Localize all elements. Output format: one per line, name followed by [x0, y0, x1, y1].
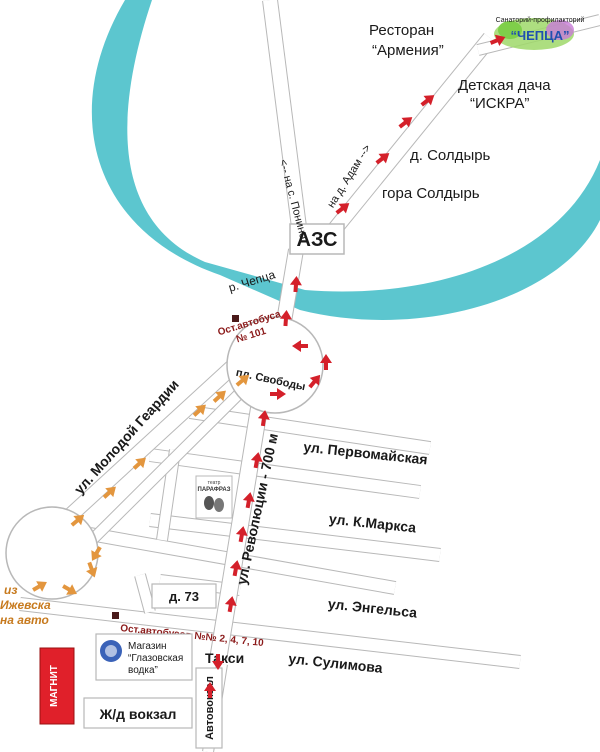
- direction-arrow-icon: [224, 596, 237, 613]
- avtovokzal-label: Автовокзал: [204, 676, 216, 740]
- from-izhevsk-line2: Ижевска: [0, 598, 51, 612]
- road-adam: [323, 32, 497, 241]
- d73-label: д. 73: [169, 589, 199, 604]
- direction-arrow-icon: [289, 276, 302, 293]
- direction-arrow-icon: [212, 390, 226, 403]
- shop-line2: “Глазовская: [128, 653, 183, 664]
- soldyr-village-label: д. Солдырь: [410, 147, 491, 164]
- street-pervomayskaya: [188, 405, 432, 455]
- direction-arrow-icon: [250, 452, 263, 469]
- direction-arrow-icon: [102, 486, 116, 499]
- theatre-masks-icon: [204, 496, 224, 512]
- direction-arrow-icon: [420, 95, 435, 107]
- direction-arrow-icon: [70, 514, 85, 527]
- zhd-label: Ж/д вокзал: [99, 706, 177, 722]
- direction-arrow-icon: [320, 354, 332, 370]
- street-k-marksa: [149, 513, 441, 562]
- restaurant-line1: Ресторан: [369, 22, 434, 39]
- road-ponino: [262, 0, 308, 237]
- shop-line1: Магазин: [128, 641, 167, 652]
- square-svobody: [226, 316, 324, 414]
- direction-arrow-icon: [292, 340, 308, 352]
- direction-arrow-icon: [489, 34, 506, 46]
- restaurant-line2: “Армения”: [372, 42, 444, 59]
- street-sulimova: [19, 597, 521, 669]
- magnit-text: МАГНИТ: [49, 665, 60, 707]
- soldyr-mountain-label: гора Солдырь: [382, 185, 480, 202]
- route-arrows: [32, 34, 506, 698]
- shop-globe-icon: [100, 640, 122, 662]
- taxi-label: Такси: [205, 650, 244, 666]
- sanatorium-big-text: “ЧЕПЦА”: [510, 28, 569, 43]
- sanatorium-logo: Санаторий-профилакторий “ЧЕПЦА”: [494, 16, 584, 50]
- direction-arrow-icon: [335, 203, 350, 215]
- k-marksa-label: ул. К.Маркса: [328, 511, 417, 536]
- direction-arrow-icon: [212, 654, 224, 670]
- direction-arrow-icon: [62, 584, 77, 595]
- direction-arrow-icon: [308, 374, 321, 389]
- from-izhevsk-line1: из: [4, 583, 17, 597]
- direction-arrow-icon: [279, 310, 292, 327]
- direction-arrow-icon: [375, 153, 390, 165]
- direction-arrow-icon: [235, 526, 248, 543]
- shop-box: Магазин “Глазовская водка”: [95, 633, 193, 681]
- dacha-line1: Детская дача: [458, 77, 551, 94]
- roads: [5, 0, 600, 752]
- azs-label: АЗС: [297, 229, 338, 251]
- direction-arrow-icon: [398, 117, 413, 129]
- azs-box: АЗС: [289, 223, 345, 255]
- direction-arrow-icon: [235, 374, 250, 387]
- street-molodoy-gvardii: [54, 352, 248, 531]
- engelsa-label: ул. Энгельса: [327, 595, 418, 620]
- direction-arrow-icon: [32, 581, 47, 592]
- sanatorium-small-text: Санаторий-профилакторий: [496, 16, 585, 24]
- direction-arrow-icon: [86, 561, 98, 578]
- dacha-line2: “ИСКРА”: [470, 95, 529, 112]
- magnit-logo: МАГНИТ: [39, 647, 75, 725]
- direction-arrow-icon: [242, 492, 255, 509]
- theatre-line1: театр: [208, 480, 221, 486]
- direction-arrow-icon: [204, 682, 216, 698]
- street-molodoy-gvardii-2: [87, 370, 263, 545]
- sulimova-label: ул. Сулимова: [288, 650, 384, 676]
- street-side-2: [134, 573, 156, 614]
- bus-stops-icon: [112, 612, 119, 619]
- theatre-line2: ПАРАФРАЗ: [198, 487, 231, 493]
- street-pervomayskaya-2: [149, 448, 421, 499]
- shop-line3: водка”: [128, 665, 158, 676]
- bus-stop-101-icon: [232, 315, 239, 322]
- direction-arrow-icon: [257, 410, 270, 427]
- direction-arrow-icon: [192, 404, 206, 417]
- direction-arrow-icon: [229, 560, 242, 577]
- street-revolyutsii: [209, 388, 271, 662]
- roundabout-southwest: [5, 506, 99, 600]
- theatre-building: театр ПАРАФРАЗ: [195, 475, 233, 519]
- direction-arrow-icon: [132, 457, 146, 470]
- direction-arrow-icon: [91, 546, 102, 561]
- from-izhevsk-line3: на авто: [0, 613, 49, 627]
- direction-arrow-icon: [270, 388, 286, 400]
